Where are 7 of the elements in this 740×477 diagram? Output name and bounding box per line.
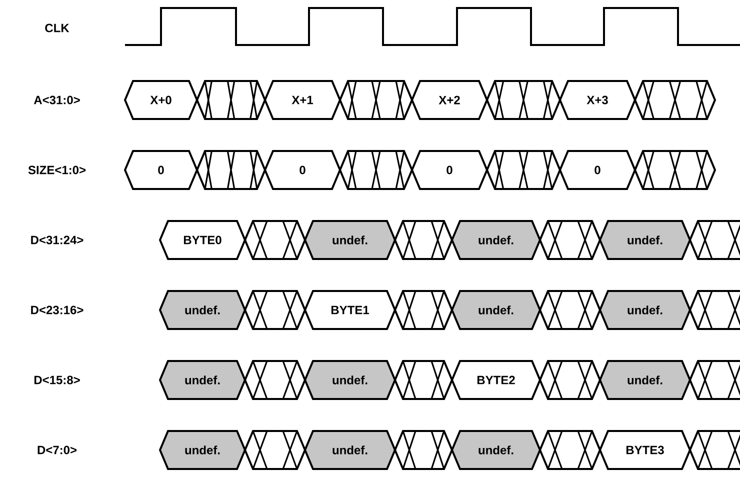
signal-name: SIZE<1:0> [28,166,86,174]
signal-name: D<7:0> [38,446,77,454]
signal-name: D<23:16> [31,306,84,314]
signal-name: D<31:24> [31,236,84,244]
signal-name: A<31:0> [34,96,80,104]
signal-name: CLK [45,24,70,32]
signal-name: D<15:8> [34,376,80,384]
